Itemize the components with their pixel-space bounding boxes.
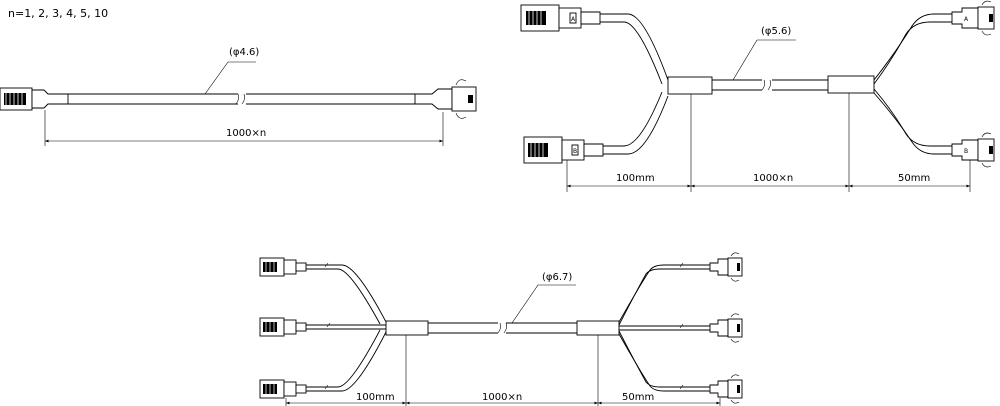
left-connector-2 [259, 317, 307, 337]
double-branch-cable-assembly: A B [520, 0, 995, 192]
single-diameter-label: (φ4.6) [229, 47, 259, 58]
break-mark [497, 322, 501, 334]
connector-a-left: A [520, 4, 601, 32]
single-cable-assembly: (φ4.6) 1000×n [0, 47, 477, 146]
left-connector-1 [259, 257, 307, 277]
single-length-label: 1000×n [226, 128, 266, 139]
connector-b-left: B [523, 136, 604, 164]
n-values-note: n=1, 2, 3, 4, 5, 10 [8, 7, 108, 20]
double-right-branch-label: 50mm [898, 173, 930, 184]
triple-length-label: 1000×n [482, 392, 522, 403]
double-length-label: 1000×n [753, 173, 793, 184]
left-connector-3 [259, 379, 307, 399]
right-connector-1 [709, 252, 743, 282]
triple-branch-cable-assembly: (φ6.7) 100mm 1000×n 50mm [259, 252, 743, 406]
break-mark [235, 93, 239, 105]
connector-mark: A [964, 16, 969, 23]
right-socket-connector [414, 79, 477, 119]
connector-b-right: B [951, 132, 995, 168]
break-mark [761, 79, 765, 91]
double-diameter-label: (φ5.6) [761, 26, 791, 37]
connector-mark: A [571, 16, 576, 23]
connector-mark: B [964, 148, 968, 155]
left-plug-connector [0, 87, 69, 111]
triple-left-branch-label: 100mm [356, 392, 395, 403]
connector-a-right: A [951, 0, 995, 36]
connector-mark: B [573, 148, 577, 155]
right-connector-2 [709, 313, 743, 343]
right-connector-3 [709, 374, 743, 404]
triple-diameter-label: (φ6.7) [542, 272, 572, 283]
double-left-branch-label: 100mm [616, 173, 655, 184]
triple-right-branch-label: 50mm [622, 392, 654, 403]
